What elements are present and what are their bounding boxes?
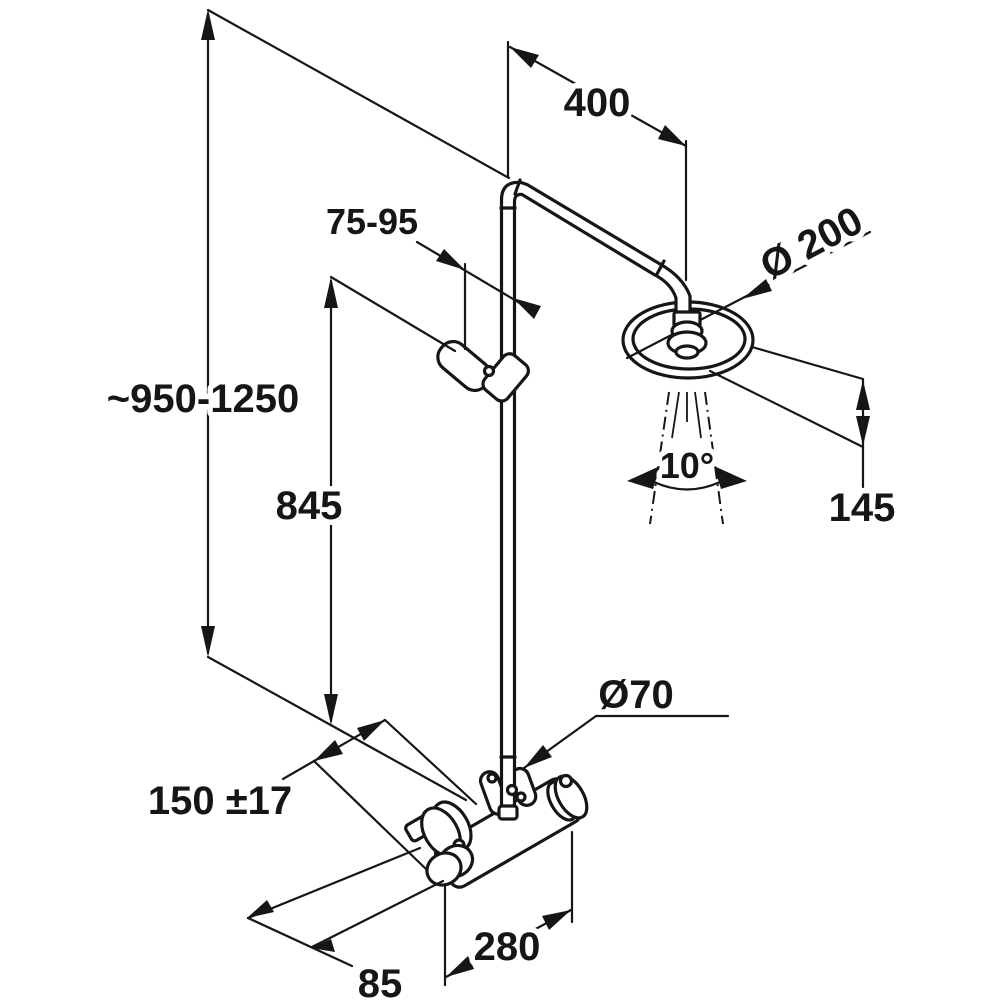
label-arm-length: 400: [564, 81, 631, 125]
riser-bottom-nut: [497, 804, 519, 821]
label-head-diameter: Ø 200: [753, 198, 870, 288]
dimension-flange-diameter: [522, 714, 730, 770]
dimension-riser-length: [324, 275, 457, 725]
arm-joint-tick: [655, 259, 666, 276]
label-spray-angle: 10°: [660, 445, 714, 486]
pipe-joint-tick: [513, 178, 522, 196]
wall-bracket: [436, 339, 530, 403]
thermostat-valve: [404, 766, 589, 889]
angle-arc: [652, 480, 722, 491]
temperature-stop-button: [558, 773, 574, 789]
label-bracket-range: 75-95: [326, 201, 418, 242]
dimension-bracket-range: [415, 240, 541, 351]
dimension-arm-length: [506, 40, 688, 282]
bracket-screw: [482, 364, 496, 378]
label-flange-diameter: Ø70: [598, 673, 674, 717]
label-handle-offset: 85: [358, 962, 403, 1000]
dimension-handle-offset: [246, 846, 445, 968]
head-connector: [666, 310, 708, 360]
spray-cone: [627, 391, 747, 525]
riser-pipe-and-arm: [497, 178, 692, 821]
dimension-connection-spacing: [281, 718, 478, 871]
dimension-height-range: [201, 8, 511, 802]
label-connection-spacing: 150 ±17: [148, 779, 292, 823]
dimension-valve-width: [443, 830, 574, 987]
label-height-range: ~950-1250: [107, 377, 299, 421]
valve-handle-rosette: [404, 800, 473, 858]
valve-handle-knob: [425, 843, 475, 887]
label-riser-length: 845: [276, 484, 343, 528]
label-head-drop: 145: [829, 486, 896, 530]
label-valve-width: 280: [474, 925, 541, 969]
dimension-head-diameter: [625, 230, 872, 360]
dimension-head-drop: [708, 345, 870, 489]
